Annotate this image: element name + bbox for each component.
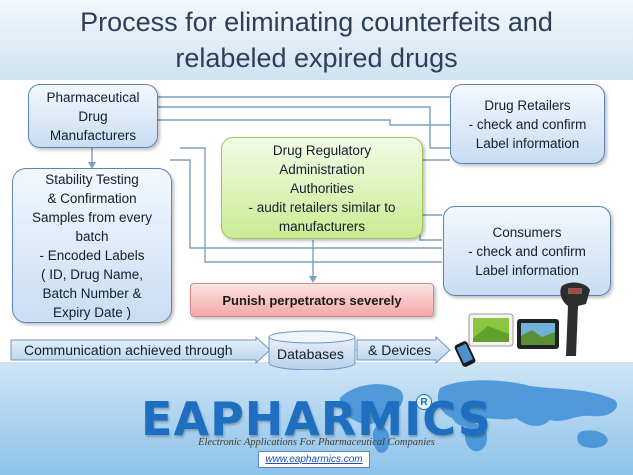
tablet-icon — [468, 313, 514, 347]
punish-label: Punish perpetrators severely — [222, 292, 402, 308]
drug-retailers-box: Drug Retailers - check and confirm Label… — [450, 84, 605, 164]
consumers-box: Consumers - check and confirm Label info… — [443, 206, 611, 296]
stability-line: & Confirmation — [47, 190, 137, 206]
tablet-photo-icon — [517, 319, 559, 349]
page-title: Process for eliminating counterfeits and… — [0, 4, 633, 76]
manufacturers-line: Manufacturers — [49, 127, 137, 143]
regulatory-line: manufacturers — [278, 218, 366, 234]
world-map-icon — [339, 380, 618, 453]
consumers-line: - check and confirm — [468, 243, 586, 259]
brand-tagline: Electronic Applications For Pharmaceutic… — [198, 437, 435, 448]
manufacturers-line: Pharmaceutical — [46, 89, 140, 105]
regulatory-line: - audit retailers similar to — [248, 199, 396, 215]
regulatory-authorities-box: Drug Regulatory Administration Authoriti… — [221, 137, 423, 239]
manufacturers-box: Pharmaceutical Drug Manufacturers — [28, 84, 158, 148]
barcode-scanner-icon — [560, 282, 590, 356]
title-band — [0, 0, 633, 80]
communication-arrow-left — [10, 336, 271, 365]
stability-line: Batch Number & — [42, 285, 142, 301]
stability-line: batch — [75, 228, 109, 244]
retailers-line: Label information — [475, 135, 580, 151]
stability-line: Samples from every — [31, 209, 153, 225]
website-link[interactable]: www.eapharmics.com — [258, 451, 370, 468]
devices-label: & Devices — [368, 342, 432, 358]
database-cylinder-icon — [268, 330, 356, 370]
communication-label: Communication achieved through — [24, 342, 233, 358]
communication-arrow-right — [356, 336, 451, 365]
retailers-line: - check and confirm — [468, 116, 587, 132]
brand-logo-text: EAPHARMICS — [141, 392, 492, 446]
retailers-line: Drug Retailers — [484, 97, 571, 113]
regulatory-line: Authorities — [290, 180, 354, 196]
punish-box: Punish perpetrators severely — [190, 283, 434, 317]
stability-line: Expiry Date ) — [52, 304, 131, 320]
consumers-line: Label information — [475, 262, 579, 278]
stability-line: ( ID, Drug Name, — [40, 266, 143, 282]
databases-label: Databases — [277, 346, 344, 362]
registered-mark: R — [416, 394, 432, 410]
regulatory-line: Drug Regulatory — [272, 142, 372, 158]
stability-line: Stability Testing — [45, 171, 139, 187]
smartphone-icon — [454, 341, 476, 367]
title-line-2: relabeled expired drugs — [175, 43, 458, 73]
manufacturers-line: Drug — [78, 108, 108, 124]
stability-testing-box: Stability Testing & Confirmation Samples… — [12, 168, 172, 323]
brand-logo: EAPHARMICS — [0, 392, 633, 446]
regulatory-line: Administration — [279, 161, 365, 177]
stability-line: - Encoded Labels — [39, 247, 145, 263]
title-line-1: Process for eliminating counterfeits and — [80, 7, 553, 37]
consumers-line: Consumers — [492, 224, 562, 240]
registered-mark-text: R — [420, 397, 428, 408]
